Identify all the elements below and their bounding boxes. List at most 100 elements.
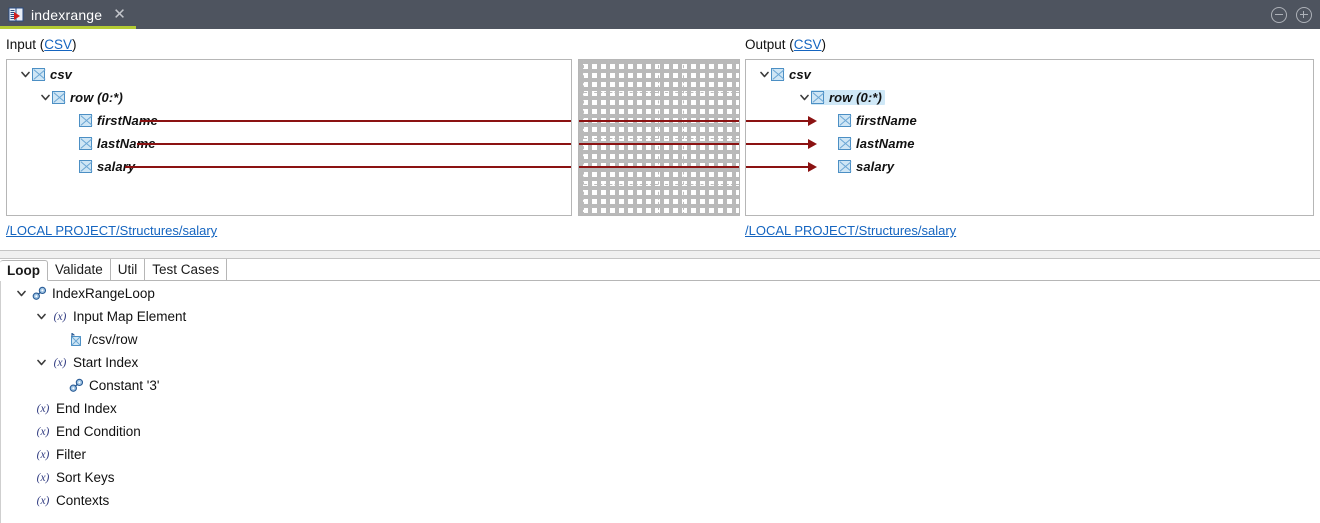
tree-node-content[interactable]: lastName: [838, 136, 915, 151]
field-icon: [838, 113, 851, 127]
loop-tree-item-label: Sort Keys: [56, 470, 115, 485]
loop-tree-item-sort-keys[interactable]: (x) Sort Keys: [35, 466, 115, 489]
output-label-suffix: ): [821, 37, 827, 52]
output-node-salary[interactable]: salary: [838, 155, 894, 177]
grid-line-horizontal: [579, 207, 739, 208]
chevron-down-icon[interactable]: [19, 63, 32, 85]
map-element-icon: [69, 332, 83, 347]
input-tree-panel[interactable]: csv row (0:*) firstName lastName salary: [6, 59, 572, 216]
mapping-wire[interactable]: [140, 120, 571, 122]
mapping-wire[interactable]: [125, 166, 571, 168]
output-node-firstname[interactable]: firstName: [838, 109, 917, 131]
chevron-down-icon[interactable]: [15, 283, 28, 305]
mapping-wire[interactable]: [579, 166, 739, 168]
output-node-row-0[interactable]: row (0:*): [798, 86, 885, 108]
tree-node-content[interactable]: row (0:*): [52, 90, 123, 105]
loop-tree-item-label: Contexts: [56, 493, 110, 508]
grid-line-horizontal: [579, 69, 739, 70]
mapping-wire[interactable]: [746, 166, 812, 168]
output-panel-label: Output (CSV): [745, 37, 826, 52]
input-node-row-0[interactable]: row (0:*): [39, 86, 123, 108]
input-path-link[interactable]: /LOCAL PROJECT/Structures/salary: [6, 223, 218, 238]
loop-tree-item-input-map-element[interactable]: (x)Input Map Element: [35, 305, 186, 328]
loop-tree-item-end-condition[interactable]: (x)End Condition: [35, 420, 141, 443]
tree-node-label: lastName: [97, 135, 156, 151]
mapping-wire[interactable]: [579, 120, 739, 122]
tree-node-content[interactable]: salary: [79, 159, 135, 174]
output-csv-link[interactable]: CSV: [793, 37, 822, 52]
tree-node-label: firstName: [856, 112, 917, 128]
input-csv-link[interactable]: CSV: [44, 37, 73, 52]
input-node-csv[interactable]: csv: [19, 63, 72, 85]
variable-fx-icon: (x): [36, 471, 50, 484]
loop-tree-item-csv-row[interactable]: /csv/row: [69, 328, 138, 351]
tree-node-content[interactable]: lastName: [79, 136, 156, 151]
input-panel-label: Input (CSV): [6, 37, 77, 52]
close-icon[interactable]: ✕: [113, 6, 126, 23]
field-icon: [838, 159, 851, 173]
mapping-canvas[interactable]: [578, 59, 740, 216]
grid-line-vertical: [608, 60, 609, 215]
loop-tree-item-indexrangeloop[interactable]: IndexRangeLoop: [15, 282, 155, 305]
mapping-wire[interactable]: [137, 143, 571, 145]
loop-tree[interactable]: IndexRangeLoop(x)Input Map Element/csv/r…: [0, 281, 1320, 523]
tree-node-label: row (0:*): [70, 89, 123, 105]
field-icon: [52, 90, 65, 104]
field-icon: [79, 113, 92, 127]
grid-line-horizontal: [579, 92, 739, 93]
tree-node-content[interactable]: csv: [771, 67, 811, 82]
mapping-wire[interactable]: [579, 143, 739, 145]
chain-link-icon: [32, 286, 47, 301]
loop-tree-item-end-index[interactable]: (x)End Index: [35, 397, 117, 420]
grid-line-vertical: [708, 60, 709, 215]
loop-tree-item-start-index[interactable]: (x)Start Index: [35, 351, 138, 374]
window-controls: [1271, 0, 1312, 29]
output-node-csv[interactable]: csv: [758, 63, 811, 85]
tree-node-content[interactable]: csv: [32, 67, 72, 82]
grid-line-horizontal: [579, 138, 739, 139]
variable-fx-icon: (x): [53, 356, 67, 369]
tree-node-content[interactable]: firstName: [79, 113, 158, 128]
loop-tree-item-constant-3[interactable]: Constant '3': [69, 374, 159, 397]
loop-tree-item-label: /csv/row: [88, 332, 138, 347]
input-node-salary[interactable]: salary: [79, 155, 135, 177]
horizontal-splitter[interactable]: [0, 250, 1320, 259]
tree-node-content[interactable]: row (0:*): [811, 89, 885, 105]
chevron-down-icon[interactable]: [39, 86, 52, 108]
tree-node-content[interactable]: salary: [838, 159, 894, 174]
loop-tree-item-label: Input Map Element: [73, 309, 187, 324]
grid-line-vertical: [658, 60, 659, 215]
mapping-wire[interactable]: [746, 143, 812, 145]
chain-link-icon: [69, 378, 84, 393]
input-node-firstname[interactable]: firstName: [79, 109, 158, 131]
tab-validate[interactable]: Validate: [48, 259, 111, 280]
editor-tab-indexrange[interactable]: indexrange ✕: [0, 0, 126, 29]
output-path-link[interactable]: /LOCAL PROJECT/Structures/salary: [745, 223, 957, 238]
wire-arrowhead-icon: [808, 116, 817, 126]
output-label-prefix: Output (: [745, 37, 794, 52]
tab-util[interactable]: Util: [111, 259, 146, 280]
loop-tree-item-label: End Index: [56, 401, 117, 416]
mapping-file-icon: [8, 7, 24, 23]
tab-loop[interactable]: Loop: [0, 260, 48, 281]
variable-fx-icon: (x): [36, 494, 50, 507]
loop-tree-item-filter[interactable]: (x)Filter: [35, 443, 86, 466]
chevron-down-icon[interactable]: [798, 86, 811, 108]
tree-node-content[interactable]: firstName: [838, 113, 917, 128]
output-node-lastname[interactable]: lastName: [838, 132, 915, 154]
maximize-icon[interactable]: [1296, 6, 1312, 23]
editor-tab-label: indexrange: [31, 6, 103, 23]
mapping-wire[interactable]: [746, 120, 812, 122]
chevron-down-icon[interactable]: [758, 63, 771, 85]
loop-tree-item-contexts[interactable]: (x) Contexts: [35, 489, 110, 512]
field-icon: [32, 67, 45, 81]
input-node-lastname[interactable]: lastName: [79, 132, 156, 154]
chevron-down-icon[interactable]: [35, 352, 48, 374]
loop-tree-item-label: Constant '3': [89, 378, 160, 393]
tab-test-cases[interactable]: Test Cases: [145, 259, 228, 280]
tree-node-label: salary: [97, 158, 136, 174]
chevron-down-icon[interactable]: [35, 306, 48, 328]
tree-node-label: lastName: [856, 135, 915, 151]
minimize-icon[interactable]: [1271, 6, 1287, 23]
